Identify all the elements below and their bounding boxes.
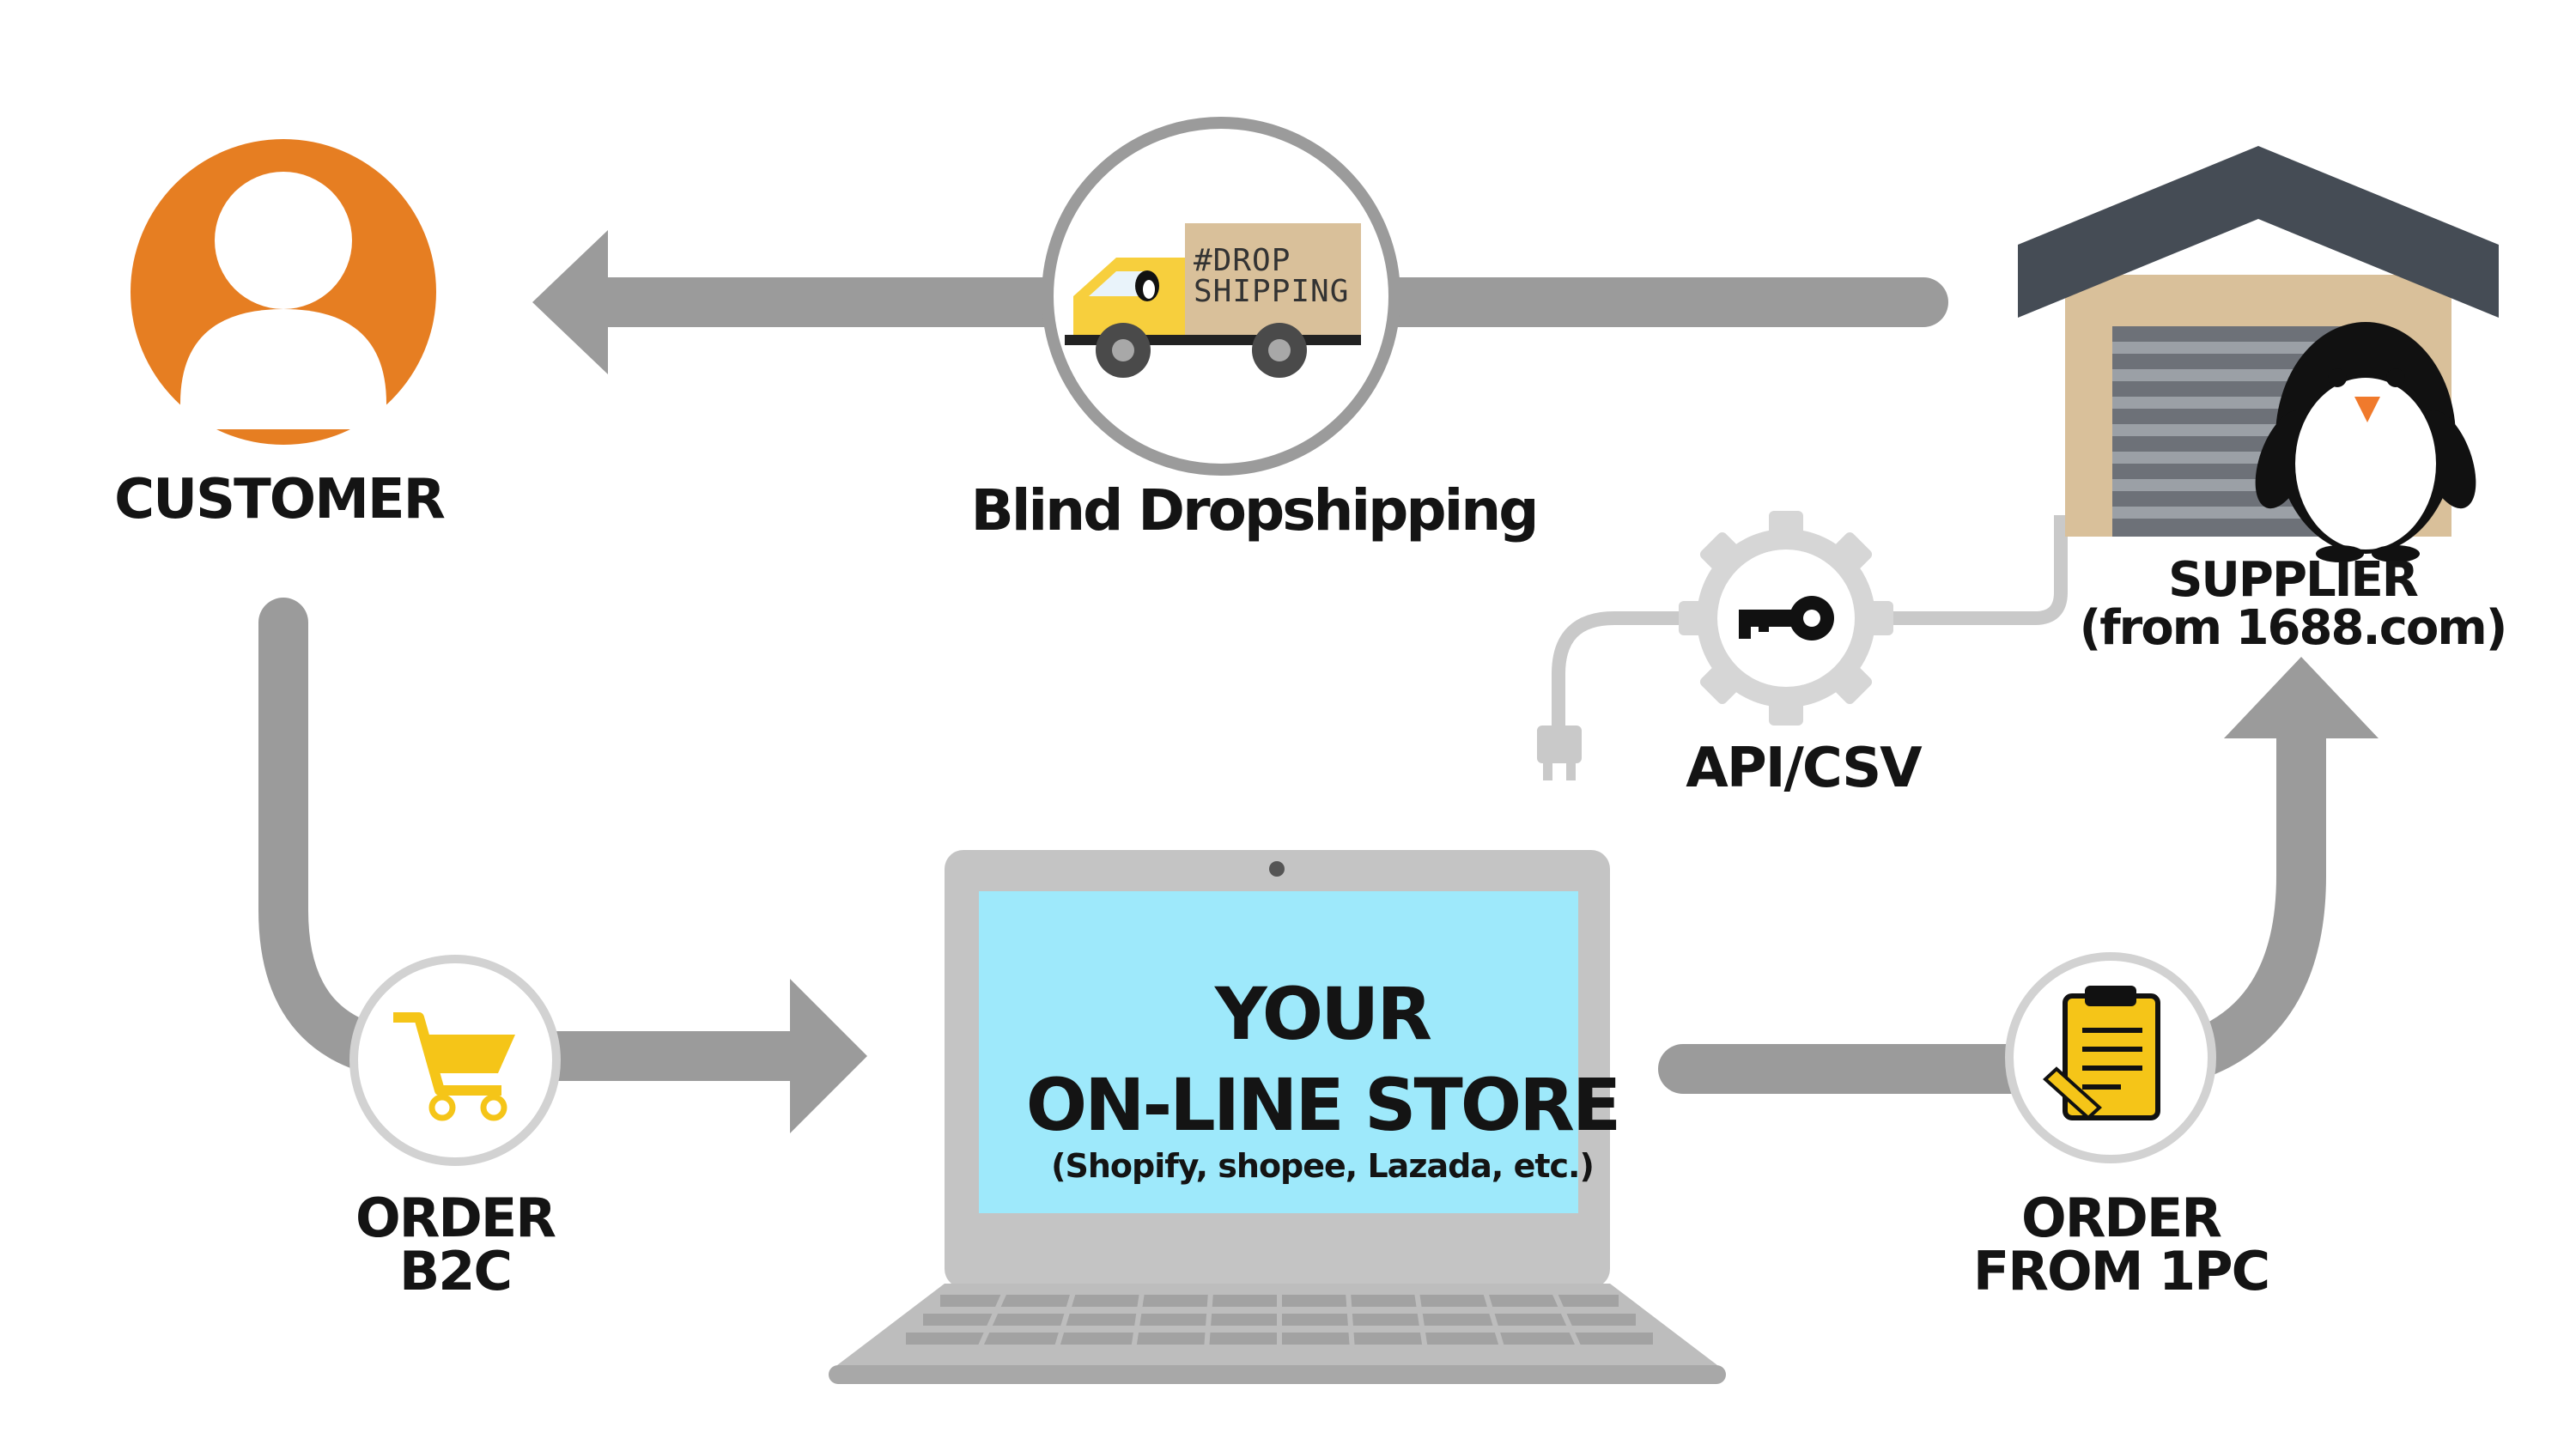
order-1pc-line2: FROM 1PC <box>1972 1240 2270 1302</box>
store-title-line1: YOUR <box>1214 972 1432 1056</box>
supplier-label-line2: (from 1688.com) <box>2079 600 2508 656</box>
customer-label: CUSTOMER <box>114 468 446 531</box>
supplier-label: SUPPLIER (from 1688.com) <box>2009 556 2576 653</box>
clipboard-icon <box>2005 952 2216 1163</box>
penguin-icon <box>2255 322 2476 562</box>
gear-key-icon <box>1679 511 1893 726</box>
api-cable <box>1552 515 2068 730</box>
order-b2c-line1: ORDER <box>355 1187 556 1249</box>
store-subtitle: (Shopify, shopee, Lazada, etc.) <box>1051 1147 1595 1185</box>
truck-icon <box>1042 117 1400 476</box>
api-csv-label: API/CSV <box>1686 737 1922 800</box>
blind-dropshipping-label: Blind Dropshipping <box>970 477 1540 543</box>
user-icon <box>131 139 436 445</box>
store-title: YOUR ON-LINE STORE <box>979 968 1666 1151</box>
order-1pc-label: ORDER FROM 1PC <box>1906 1192 2336 1298</box>
laptop-icon <box>829 850 1726 1384</box>
cart-icon <box>349 955 561 1166</box>
order-b2c-label: ORDER B2C <box>292 1192 618 1298</box>
order-1pc-line1: ORDER <box>2020 1187 2222 1249</box>
plug-icon <box>1537 726 1582 780</box>
truck-label-line1: #DROP <box>1194 243 1291 278</box>
truck-label: #DROP SHIPPING <box>1194 246 1349 307</box>
store-title-line2: ON-LINE STORE <box>1025 1063 1622 1147</box>
truck-label-line2: SHIPPING <box>1194 274 1350 309</box>
supplier-label-line1: SUPPLIER <box>2168 552 2419 608</box>
order-b2c-line2: B2C <box>399 1240 513 1302</box>
